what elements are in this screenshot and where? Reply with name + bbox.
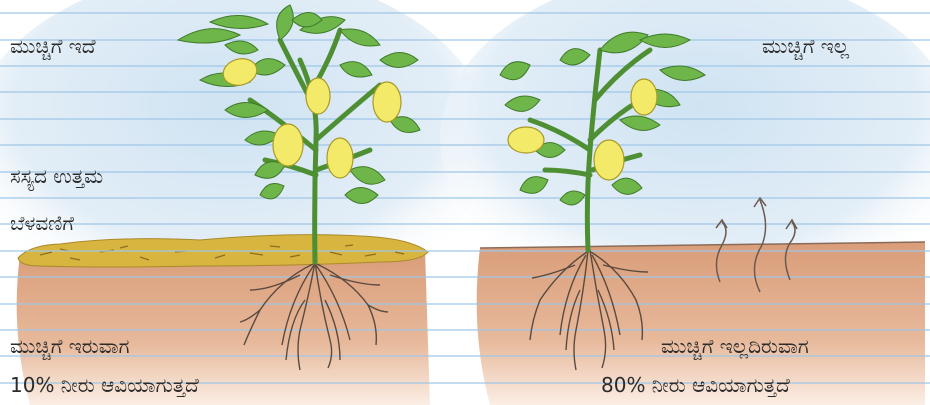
left-caption-line1: ಸಸ್ಯದ ಉತ್ತಮ [10, 164, 103, 188]
right-title: ಮುಚ್ಚಿಗೆ ಇಲ್ಲ [762, 34, 849, 58]
left-caption-line2: ಬೆಳವಣಿಗೆ [10, 211, 74, 235]
left-title: ಮುಚ್ಚಿಗೆ ಇದೆ [10, 34, 96, 58]
left-evaporation-line1: ಮುಚ್ಚಿಗೆ ಇರುವಾಗ [10, 334, 129, 358]
right-evaporation-line2: 80% ನೀರು ಆವಿಯಾಗುತ್ತದೆ [601, 373, 790, 397]
right-evaporation-line1: ಮುಚ್ಚಿಗೆ ಇಲ್ಲದಿರುವಾಗ [661, 334, 809, 358]
left-evaporation-line2: 10% ನೀರು ಆವಿಯಾಗುತ್ತದೆ [10, 373, 199, 397]
